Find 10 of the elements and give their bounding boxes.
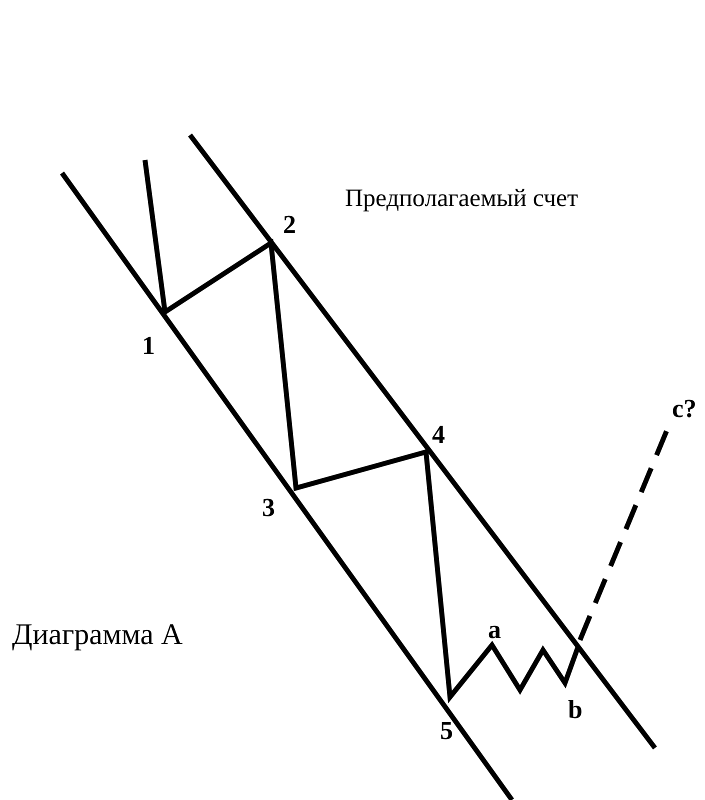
wave-label: 2 — [283, 212, 296, 238]
wave-label: c? — [672, 396, 697, 422]
wave-label: a — [488, 617, 501, 643]
wave-label: 4 — [432, 422, 445, 448]
wave-label: 3 — [262, 495, 275, 521]
chart-label: Диаграмма А — [12, 620, 183, 650]
wave-label: 5 — [440, 718, 453, 744]
chart-note: Предполагаемый счет — [345, 186, 578, 211]
wave-label: 1 — [142, 333, 155, 359]
wave-label: b — [568, 697, 582, 723]
